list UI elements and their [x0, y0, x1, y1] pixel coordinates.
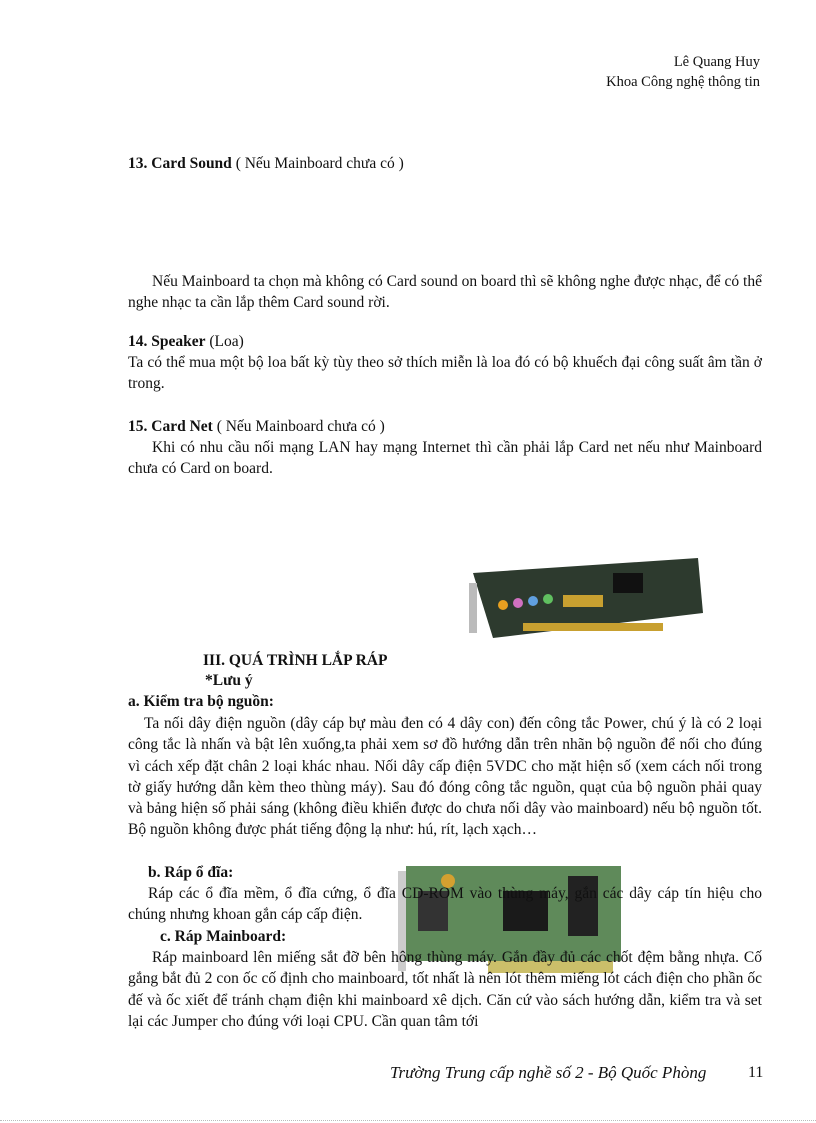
s14-text: Ta có thể mua một bộ loa bất kỳ tùy theo…	[128, 354, 762, 393]
footer-school: Trường Trung cấp nghề số 2 - Bộ Quốc Phò…	[390, 1063, 707, 1082]
s15-text: Khi có nhu cầu nối mạng LAN hay mạng Int…	[128, 439, 762, 478]
page-number: 11	[748, 1064, 764, 1081]
a-title: a. Kiểm tra bộ nguồn:	[128, 693, 274, 710]
s14-title: 14. Speaker	[128, 333, 206, 350]
s14-note: (Loa)	[205, 333, 244, 350]
header-department: Khoa Công nghệ thông tin	[606, 74, 760, 90]
sound-card-image	[469, 558, 703, 638]
b-title: b. Ráp ổ đĩa:	[148, 864, 234, 881]
network-card-image	[398, 866, 621, 973]
c-text: Ráp mainboard lên miếng sắt đỡ bên hông …	[128, 949, 762, 1030]
section3-note: *Lưu ý	[205, 672, 253, 689]
s13-heading: 13. Card Sound ( Nếu Mainboard chưa có )	[128, 153, 762, 174]
s14-heading: 14. Speaker (Loa)	[128, 331, 762, 352]
s13-text: Nếu Mainboard ta chọn mà không có Card s…	[128, 273, 762, 312]
s15-title: 15. Card Net	[128, 418, 213, 435]
s15-heading: 15. Card Net ( Nếu Mainboard chưa có )	[128, 416, 762, 437]
s15-note: ( Nếu Mainboard chưa có )	[212, 418, 385, 435]
header-author: Lê Quang Huy	[673, 54, 760, 70]
section3-title: III. QUÁ TRÌNH LẮP RÁP	[203, 652, 388, 669]
s13-title: 13. Card Sound	[128, 155, 232, 172]
s13-note: ( Nếu Mainboard chưa có )	[231, 155, 404, 172]
page-border	[0, 1120, 816, 1121]
a-text: Ta nối dây điện nguồn (dây cáp bự màu đe…	[128, 715, 762, 839]
b-text: Ráp các ổ đĩa mềm, ổ đĩa cứng, ổ đĩa CD-…	[128, 885, 762, 924]
c-title: c. Ráp Mainboard:	[160, 928, 287, 945]
